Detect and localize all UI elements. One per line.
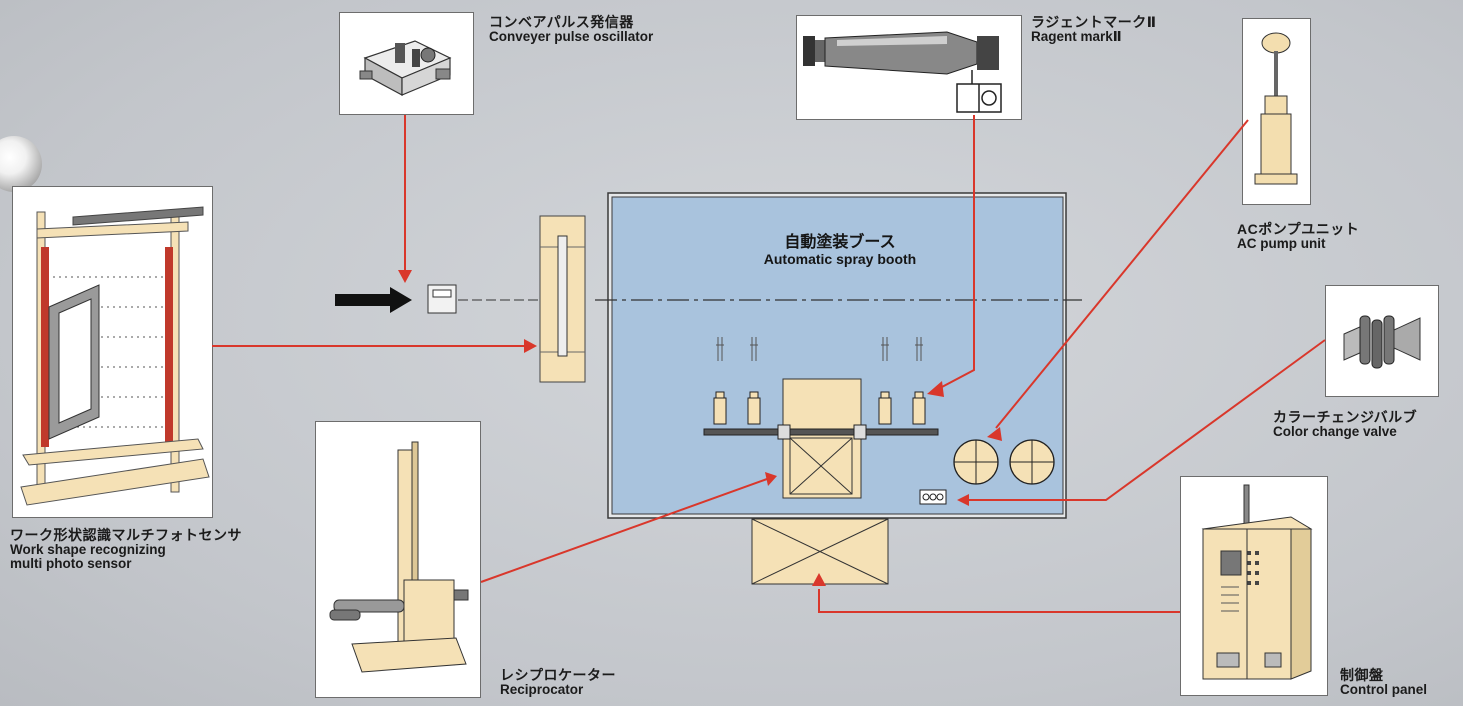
gun-rail — [703, 428, 939, 436]
spray-gun-group — [713, 391, 926, 425]
ragent-mark-label-en: Ragent markⅡ — [1031, 28, 1122, 44]
pump-icon — [1254, 32, 1298, 185]
spray-mist-marks — [716, 337, 923, 361]
color-valve-label-ja: カラーチェンジバルブ — [1273, 409, 1418, 425]
oscillator-icon — [359, 40, 452, 97]
control-panel-label-en: Control panel — [1340, 681, 1427, 697]
reciprocator-image — [315, 421, 481, 698]
ac-pump-label: ACポンプユニット AC pump unit — [1237, 222, 1359, 251]
booth-title: 自動塗装ブース Automatic spray booth — [700, 234, 980, 267]
multi-photo-sensor-image — [12, 186, 213, 518]
spray-gun-icon — [803, 31, 1002, 113]
control-panel-label-ja: 制御盤 — [1340, 667, 1384, 683]
valve-block — [919, 489, 947, 505]
ragent-mark-image — [796, 15, 1022, 120]
reciprocator-icon — [329, 441, 469, 673]
oscillator-label-ja: コンベアパルス発信器 — [489, 14, 634, 30]
cabinet-icon — [1201, 484, 1313, 680]
reciprocator-label-en: Reciprocator — [500, 681, 584, 697]
connector-arrowheads — [398, 270, 1002, 586]
reciprocator-label: レシプロケーター Reciprocator — [500, 668, 616, 697]
ac-pump-unit-image — [1242, 18, 1311, 205]
color-change-valve-image — [1325, 285, 1439, 397]
ragent-mark-label: ラジェントマークⅡ Ragent markⅡ — [1031, 15, 1156, 44]
oscillator-label: コンベアパルス発信器 Conveyer pulse oscillator — [489, 15, 653, 44]
booth-title-en: Automatic spray booth — [763, 250, 917, 267]
color-valve-label-en: Color change valve — [1273, 423, 1397, 439]
ragent-mark-label-ja: ラジェントマークⅡ — [1031, 14, 1157, 30]
valve-icon — [1343, 315, 1421, 369]
photo-sensor-label-en-1: Work shape recognizing — [10, 541, 166, 557]
oscillator-label-en: Conveyer pulse oscillator — [489, 28, 654, 44]
sensor-frame-icon — [20, 206, 210, 506]
photo-sensor-label-en-2: multi photo sensor — [10, 555, 132, 571]
color-valve-label: カラーチェンジバルブ Color change valve — [1273, 410, 1417, 439]
control-panel-image — [1180, 476, 1328, 696]
ac-pump-label-ja: ACポンプユニット — [1237, 221, 1360, 237]
booth-title-ja: 自動塗装ブース — [784, 234, 896, 251]
conveyer-pulse-oscillator-image — [339, 12, 474, 115]
photo-sensor-label: ワーク形状認識マルチフォトセンサ Work shape recognizing … — [10, 528, 242, 571]
conveyor-arrow-icon — [335, 287, 412, 313]
connector-lines — [212, 115, 1326, 613]
photo-sensor-label-ja: ワーク形状認識マルチフォトセンサ — [10, 527, 242, 543]
pulse-sensor-box — [427, 284, 457, 314]
ac-pump-label-en: AC pump unit — [1237, 235, 1326, 251]
control-panel-label: 制御盤 Control panel — [1340, 668, 1427, 697]
reciprocator-label-ja: レシプロケーター — [500, 667, 616, 683]
